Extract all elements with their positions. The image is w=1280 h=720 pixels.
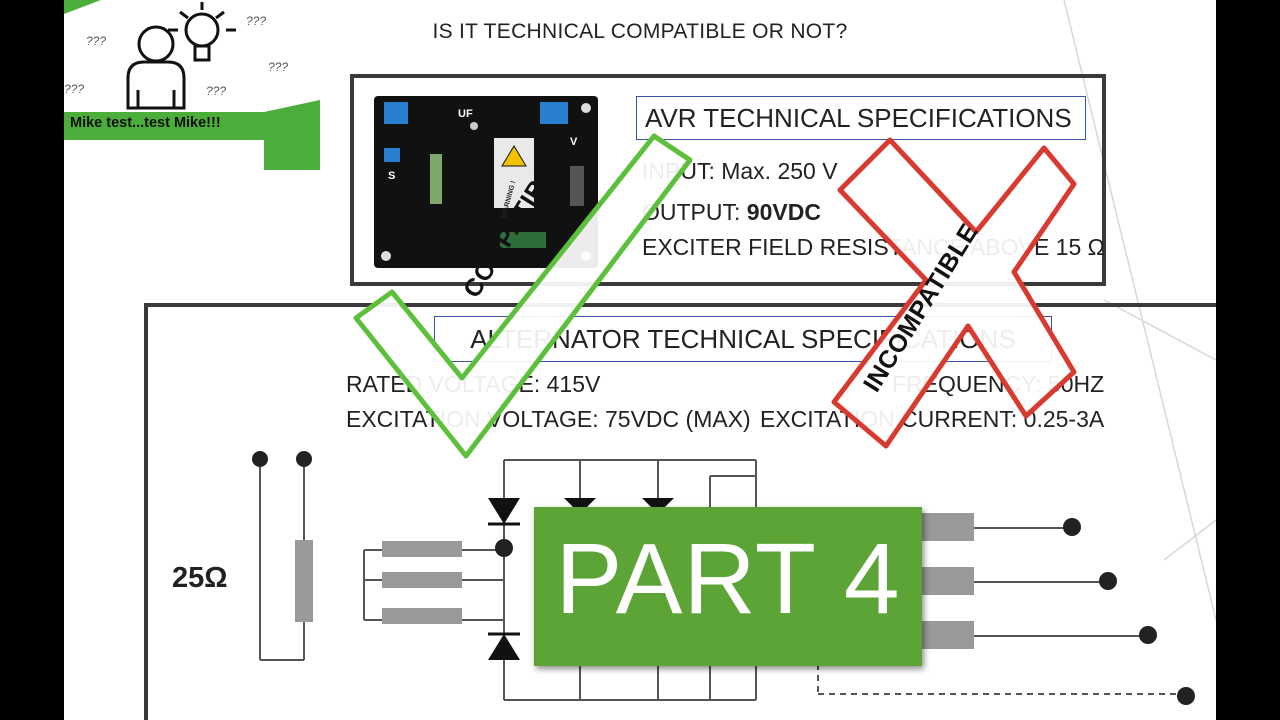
slide-decoration — [64, 0, 1216, 621]
avr-output-spec: OUTPUT: 90VDC — [642, 199, 821, 226]
excitation-voltage-spec: EXCITATION VOLTAGE: 75VDC (MAX) — [346, 406, 751, 432]
avr-spec-title: AVR TECHNICAL SPECIFICATIONS — [636, 96, 1086, 140]
channel-logo: Mike test...test Mike!!! ??? ??? ??? ???… — [64, 0, 324, 170]
excitation-current-spec: EXCITATION CURRENT: 0.25-3A — [760, 406, 1105, 432]
avr-board-image: UF V S WARNING ! — [374, 96, 598, 268]
field-resistor — [295, 540, 313, 622]
question-marks: ??? — [64, 82, 85, 96]
board-label-v: V — [570, 136, 578, 148]
slide-headline: IS IT TECHNICAL COMPATIBLE OR NOT? — [432, 20, 848, 43]
question-marks: ??? — [206, 84, 227, 98]
rectifier-schematic — [252, 451, 1195, 705]
check-stamp-icon — [353, 133, 1077, 459]
slide: Mike test...test Mike!!! ??? ??? ??? ???… — [64, 0, 1216, 720]
logo-caption: Mike test...test Mike!!! — [70, 115, 221, 131]
board-label-s: S — [388, 170, 396, 182]
field-resistance-label: 25Ω — [172, 562, 228, 594]
question-marks: ??? — [86, 34, 107, 48]
avr-output-value: 90VDC — [746, 199, 821, 225]
question-marks: ??? — [268, 60, 289, 74]
part-banner — [534, 507, 922, 666]
logo-caption-bar — [64, 112, 314, 140]
generator-spec-box — [144, 303, 1216, 720]
question-marks: ??? — [246, 14, 267, 28]
part-banner-label: PART 4 — [555, 523, 901, 635]
board-label-uf: UF — [458, 108, 473, 120]
avr-spec-box — [350, 74, 1106, 286]
avr-board-drawing — [381, 102, 591, 261]
